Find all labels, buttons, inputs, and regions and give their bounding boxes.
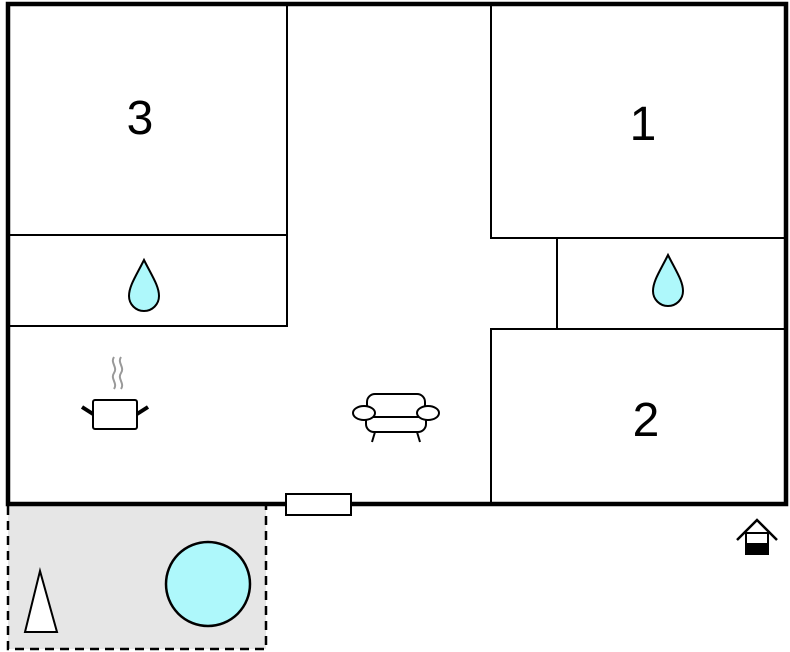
room-label-3: 3	[127, 92, 154, 145]
house-icon	[736, 518, 778, 555]
room-1-wall	[490, 4, 786, 504]
outer-wall	[5, 1, 789, 507]
water-drop-icon	[127, 257, 161, 312]
umbrella-icon	[23, 567, 59, 633]
entrance-door[interactable]	[285, 493, 352, 516]
sofa-icon	[352, 393, 440, 443]
water-drop-icon	[651, 252, 685, 307]
cooking-pot-icon	[80, 356, 150, 430]
pool-icon	[164, 540, 252, 628]
room-label-1: 1	[630, 98, 657, 151]
room-label-2: 2	[633, 394, 660, 447]
room-3-wall	[8, 4, 288, 327]
